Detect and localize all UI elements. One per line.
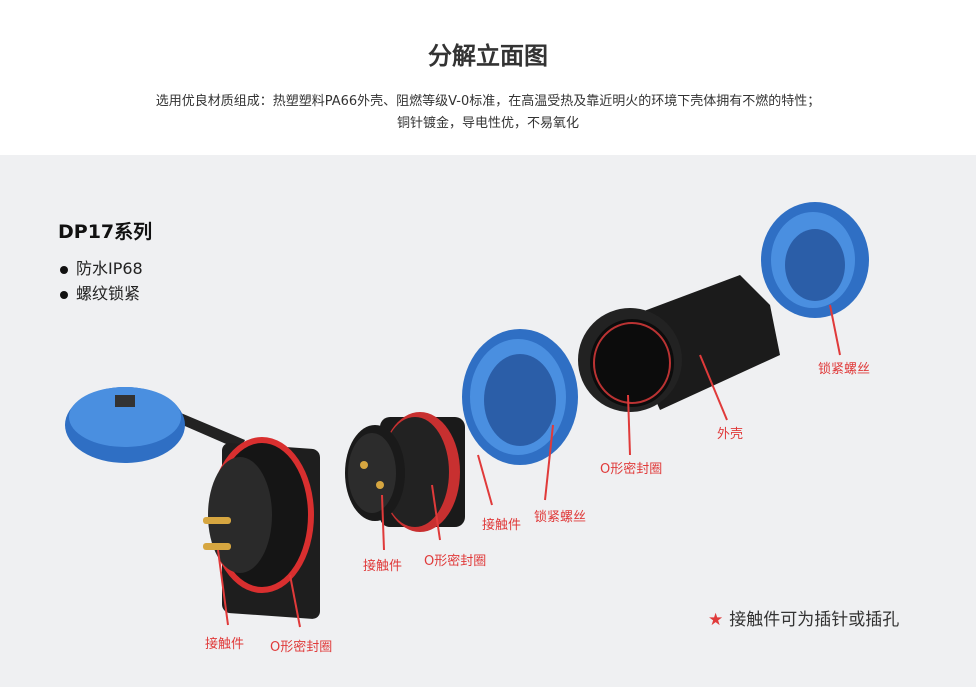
label-lock-nut: 锁紧螺丝	[534, 510, 587, 525]
bullet-icon	[60, 290, 68, 299]
feature-label: 螺纹锁紧	[76, 284, 141, 303]
description: 选用优良材质组成：热塑塑料PA66外壳、阻燃等级V-0标准，在高温受热及靠近明火…	[0, 91, 976, 135]
callout-arrows	[217, 304, 841, 628]
contact-note: ★接触件可为插针或插孔	[708, 605, 899, 630]
feature-item: 防水IP68	[60, 255, 143, 279]
description-line-1: 选用优良材质组成：热塑塑料PA66外壳、阻燃等级V-0标准，在高温受热及靠近明火…	[155, 94, 821, 109]
star-icon: ★	[708, 610, 724, 630]
description-line-2: 铜针镀金，导电性优，不易氧化	[396, 116, 579, 131]
shell-body	[578, 275, 780, 412]
label-o-ring: O形密封圈	[424, 554, 487, 569]
feature-item: 螺纹锁紧	[60, 280, 140, 304]
label-contact: 接触件	[363, 559, 403, 574]
feature-label: 防水IP68	[76, 259, 143, 278]
label-o-ring: O形密封圈	[600, 462, 663, 477]
label-contact: 接触件	[482, 518, 522, 533]
exploded-view-panel: DP17系列 防水IP68 螺纹锁紧	[0, 155, 976, 687]
lock-nut-right	[761, 202, 869, 318]
header: 分解立面图 选用优良材质组成：热塑塑料PA66外壳、阻燃等级V-0标准，在高温受…	[0, 0, 976, 155]
connector-exploded-illustration	[65, 202, 869, 628]
bullet-icon	[60, 265, 68, 274]
series-title: DP17系列	[58, 221, 153, 243]
page-title: 分解立面图	[428, 42, 548, 70]
lock-ring-mid	[462, 329, 578, 465]
plug-insert	[345, 412, 465, 532]
note-text: 接触件可为插针或插孔	[729, 610, 900, 630]
label-contact: 接触件	[205, 637, 245, 652]
label-o-ring: O形密封圈	[270, 640, 333, 655]
flange-socket	[203, 437, 320, 619]
dust-cap	[65, 387, 245, 463]
label-shell: 外壳	[717, 427, 744, 442]
label-lock-nut: 锁紧螺丝	[818, 362, 871, 377]
